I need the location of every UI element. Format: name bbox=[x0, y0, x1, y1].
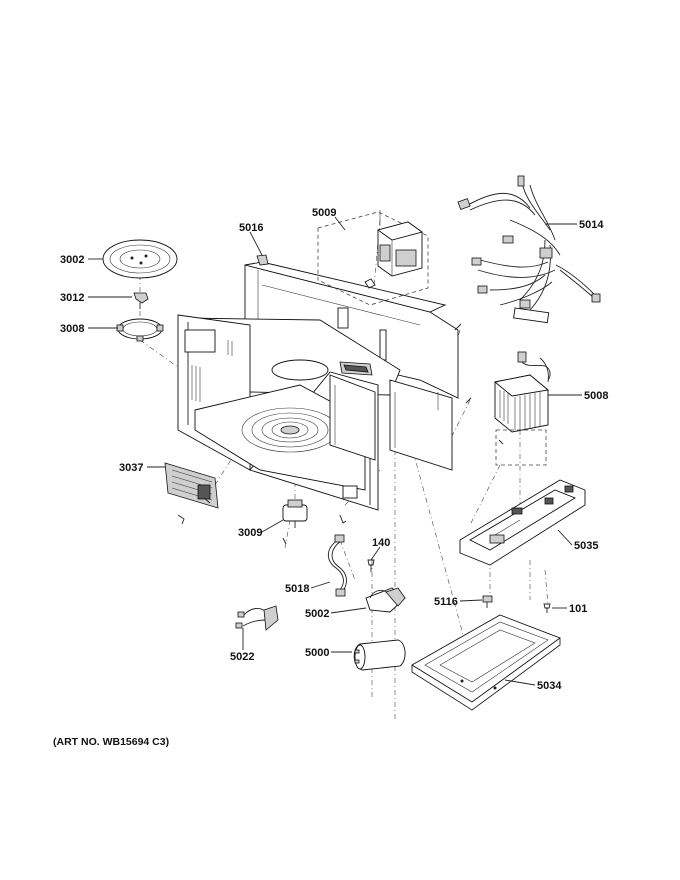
oven-cavity-assembly bbox=[177, 261, 459, 511]
label-5034: 5034 bbox=[537, 680, 562, 692]
label-5014: 5014 bbox=[579, 219, 604, 231]
loose-screws bbox=[454, 323, 504, 445]
label-3008: 3008 bbox=[60, 323, 84, 335]
turntable-motor-part bbox=[282, 499, 347, 545]
label-5002: 5002 bbox=[305, 608, 329, 620]
bottom-plate-part bbox=[411, 614, 561, 711]
capacitor-bracket-part bbox=[365, 587, 406, 613]
latch-clip-part bbox=[256, 254, 269, 266]
label-5000: 5000 bbox=[305, 647, 329, 659]
label-101: 101 bbox=[569, 603, 587, 615]
turntable-tray-part bbox=[102, 239, 178, 279]
label-3012: 3012 bbox=[60, 292, 84, 304]
wire-harness-part bbox=[457, 175, 601, 324]
screw-140-part bbox=[367, 559, 375, 572]
art-number: (ART NO. WB15694 C3) bbox=[53, 736, 170, 748]
inverter-board-part bbox=[493, 351, 551, 433]
label-5016: 5016 bbox=[239, 222, 263, 234]
label-5022: 5022 bbox=[230, 651, 254, 663]
label-5116: 5116 bbox=[434, 596, 458, 608]
screw-101-part bbox=[543, 603, 551, 613]
roller-ring-part bbox=[116, 318, 164, 342]
part-number-labels: 3002 3012 3008 3037 3009 5016 5009 5014 … bbox=[60, 207, 608, 692]
capacitor-part bbox=[353, 639, 406, 671]
leader-lines bbox=[88, 216, 582, 686]
label-3009: 3009 bbox=[238, 527, 262, 539]
bottom-bracket-part bbox=[459, 479, 586, 566]
label-3037: 3037 bbox=[119, 462, 143, 474]
harness-lead-part bbox=[235, 605, 279, 631]
label-140: 140 bbox=[372, 537, 390, 549]
sensor-5116-part bbox=[482, 595, 493, 608]
inverter-mount-outline bbox=[495, 429, 547, 466]
label-3002: 3002 bbox=[60, 254, 84, 266]
waveguide-cover-part bbox=[164, 462, 219, 525]
vent-slots bbox=[191, 340, 233, 402]
label-5035: 5035 bbox=[574, 540, 598, 552]
label-5018: 5018 bbox=[285, 583, 309, 595]
transformer-box bbox=[317, 210, 429, 306]
label-5009: 5009 bbox=[312, 207, 336, 219]
turntable-coupler-part bbox=[133, 292, 149, 309]
label-5008: 5008 bbox=[584, 390, 608, 402]
thermal-cutout-lead-part bbox=[327, 534, 347, 597]
